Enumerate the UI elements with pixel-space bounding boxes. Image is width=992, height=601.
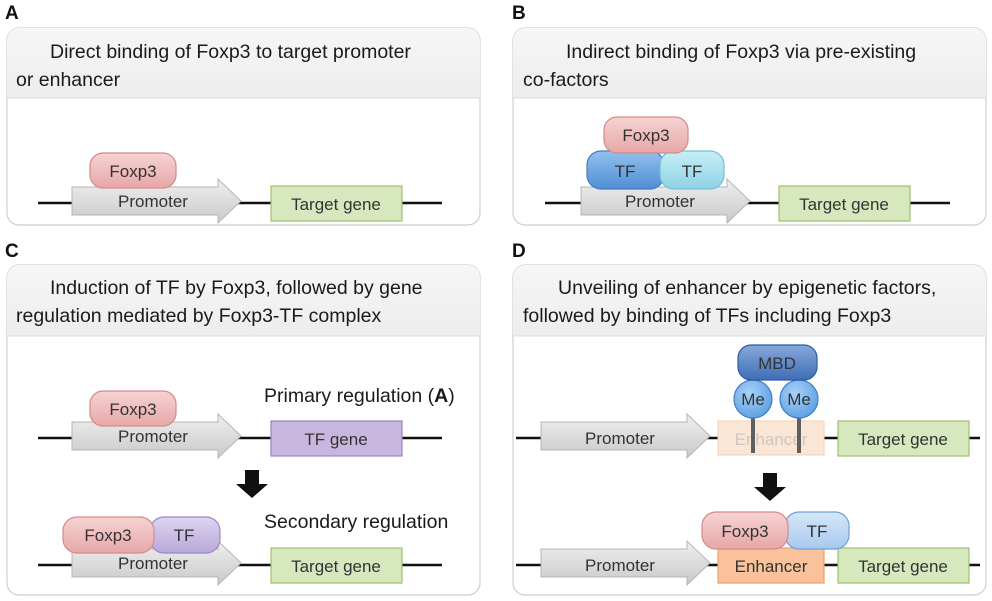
foxp3-label: Foxp3 [109,162,156,181]
promoter-arrow [540,412,711,460]
panel-d-header-line2: followed by binding of TFs including Fox… [523,305,891,327]
target-gene-box [270,547,403,584]
mbd-protein [737,344,818,381]
down-arrow-icon [754,473,786,501]
secondary-regulation-label: Secondary regulation [264,511,448,533]
me-label-1: Me [741,390,765,409]
panel-letter-a: A [5,3,19,24]
down-arrow-icon [236,470,268,498]
panel-b-header-line2: co-factors [523,69,609,91]
foxp3-label: Foxp3 [622,126,669,145]
target-gene-box [837,420,970,457]
panel-c-header-line1: Induction of TF by Foxp3, followed by ge… [50,277,423,299]
promoter-label: Promoter [118,554,188,573]
tf-label-1: TF [615,162,636,181]
tf-gene-box [270,420,403,457]
panel-d: D Unveiling of enhancer by epigenetic fa… [512,241,987,596]
target-gene-label: Target gene [858,430,948,449]
panel-a: A Direct binding of Foxp3 to target prom… [5,3,481,226]
promoter-label: Promoter [585,556,655,575]
promoter-label: Promoter [585,429,655,448]
enhancer-box-hidden [717,420,825,456]
foxp3-label: Foxp3 [721,522,768,541]
enhancer-label-faded: Enhancer [735,430,808,449]
panel-letter-d: D [512,241,526,262]
tf-label: TF [174,526,195,545]
enhancer-label: Enhancer [735,557,808,576]
panel-a-header-line2: or enhancer [16,69,121,91]
target-gene-label: Target gene [291,195,381,214]
tf-label-2: TF [682,162,703,181]
panel-d-header-line1: Unveiling of enhancer by epigenetic fact… [558,277,936,299]
panel-a-header-line1: Direct binding of Foxp3 to target promot… [50,41,411,63]
target-gene-label: Target gene [291,557,381,576]
panel-b: B Indirect binding of Foxp3 via pre-exis… [512,3,987,226]
me-label-2: Me [787,390,811,409]
target-gene-box [837,547,970,584]
foxp3-label: Foxp3 [109,400,156,419]
target-gene-box [778,185,911,222]
enhancer-box [717,547,825,584]
foxp3-protein [89,390,177,427]
panel-letter-c: C [5,241,19,262]
tf-protein-2 [659,150,725,190]
panel-c: C Induction of TF by Foxp3, followed by … [5,241,481,596]
foxp3-protein [62,516,155,554]
tf-label: TF [807,522,828,541]
promoter-arrow [71,177,242,225]
promoter-label: Promoter [118,427,188,446]
mbd-label: MBD [758,354,796,373]
foxp3-label: Foxp3 [84,526,131,545]
panel-c-header-line2: regulation mediated by Foxp3-TF complex [16,305,382,327]
promoter-arrow [540,539,711,587]
promoter-label: Promoter [118,192,188,211]
panel-letter-b: B [512,3,526,24]
target-gene-box [270,185,403,222]
target-gene-label: Target gene [858,557,948,576]
promoter-arrow [580,177,751,225]
promoter-label: Promoter [625,192,695,211]
tf-gene-label: TF gene [304,430,367,449]
foxp3-protein [89,152,177,189]
foxp3-protein [603,116,689,154]
panel-b-header-line1: Indirect binding of Foxp3 via pre-existi… [566,41,916,63]
foxp3-protein [701,511,789,550]
target-gene-label: Target gene [799,195,889,214]
primary-regulation-label: Primary regulation (A) [264,385,455,407]
